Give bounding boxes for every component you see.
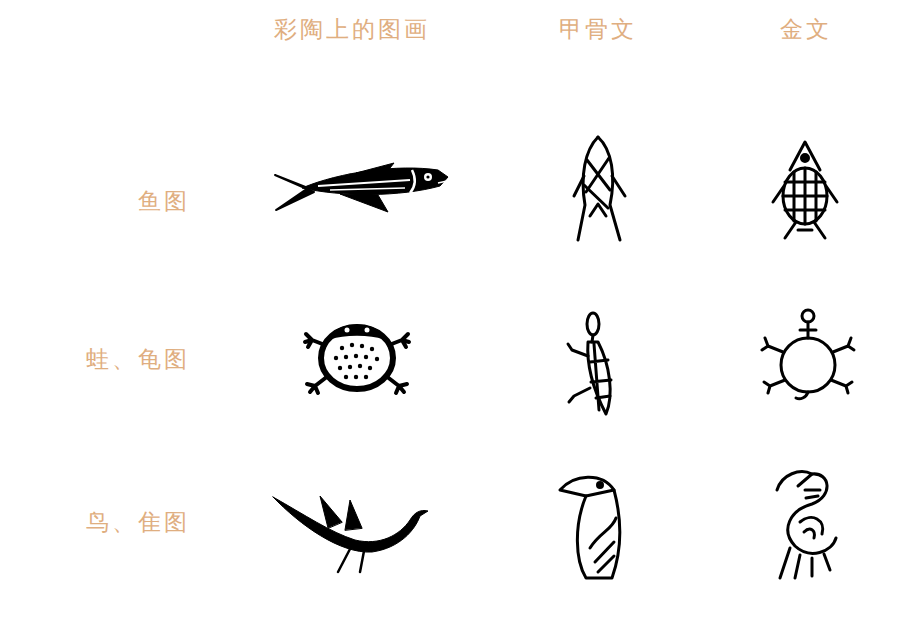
- column-header: 彩陶上的图画: [274, 16, 430, 44]
- frog-painting: [305, 326, 409, 393]
- column-header: 甲骨文: [559, 16, 637, 44]
- row-label: 鱼图: [138, 188, 190, 216]
- bird-painting: [273, 496, 428, 572]
- bird-oracle: [560, 477, 620, 578]
- fish-painting: [275, 163, 448, 212]
- row-label: 蛙、龟图: [86, 346, 190, 374]
- bird-bronze: [777, 472, 836, 578]
- column-header: 金文: [780, 16, 832, 44]
- fish-bronze: [773, 142, 837, 238]
- fish-oracle: [574, 137, 625, 240]
- turtle-oracle: [568, 313, 611, 414]
- row-label: 鸟、隹图: [86, 509, 190, 537]
- turtle-bronze: [762, 310, 854, 399]
